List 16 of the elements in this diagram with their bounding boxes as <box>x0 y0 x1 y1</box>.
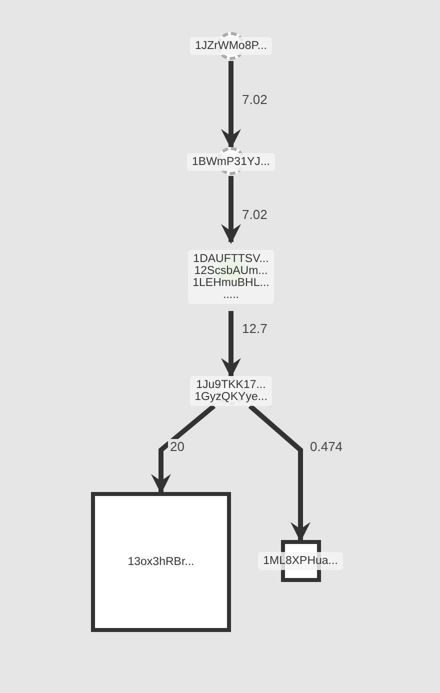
edge-label: 7.02 <box>240 207 270 222</box>
node-label: 1JZrWMo8P... <box>190 37 272 55</box>
arrow <box>248 404 310 542</box>
arrow <box>221 176 241 244</box>
node-label: 1ML8XPHua... <box>258 552 343 570</box>
edge-label: 20 <box>168 439 186 454</box>
arrow <box>221 311 241 378</box>
node-label: 1DAUFTTSV... 12ScsbAUm... 1LEHmuBHL... ..... <box>188 250 274 304</box>
arrow <box>151 404 216 494</box>
arrow <box>221 61 241 149</box>
node-label: 13ox3hRBr... <box>126 555 196 570</box>
edge-label: 12.7 <box>240 321 270 336</box>
node-label: 1Ju9TKK17... 1GyzQKYye... <box>190 376 272 406</box>
edge-label: 7.02 <box>240 92 270 107</box>
node-label: 1BWmP31YJ... <box>187 152 275 170</box>
edge-label: 0.474 <box>308 439 345 454</box>
